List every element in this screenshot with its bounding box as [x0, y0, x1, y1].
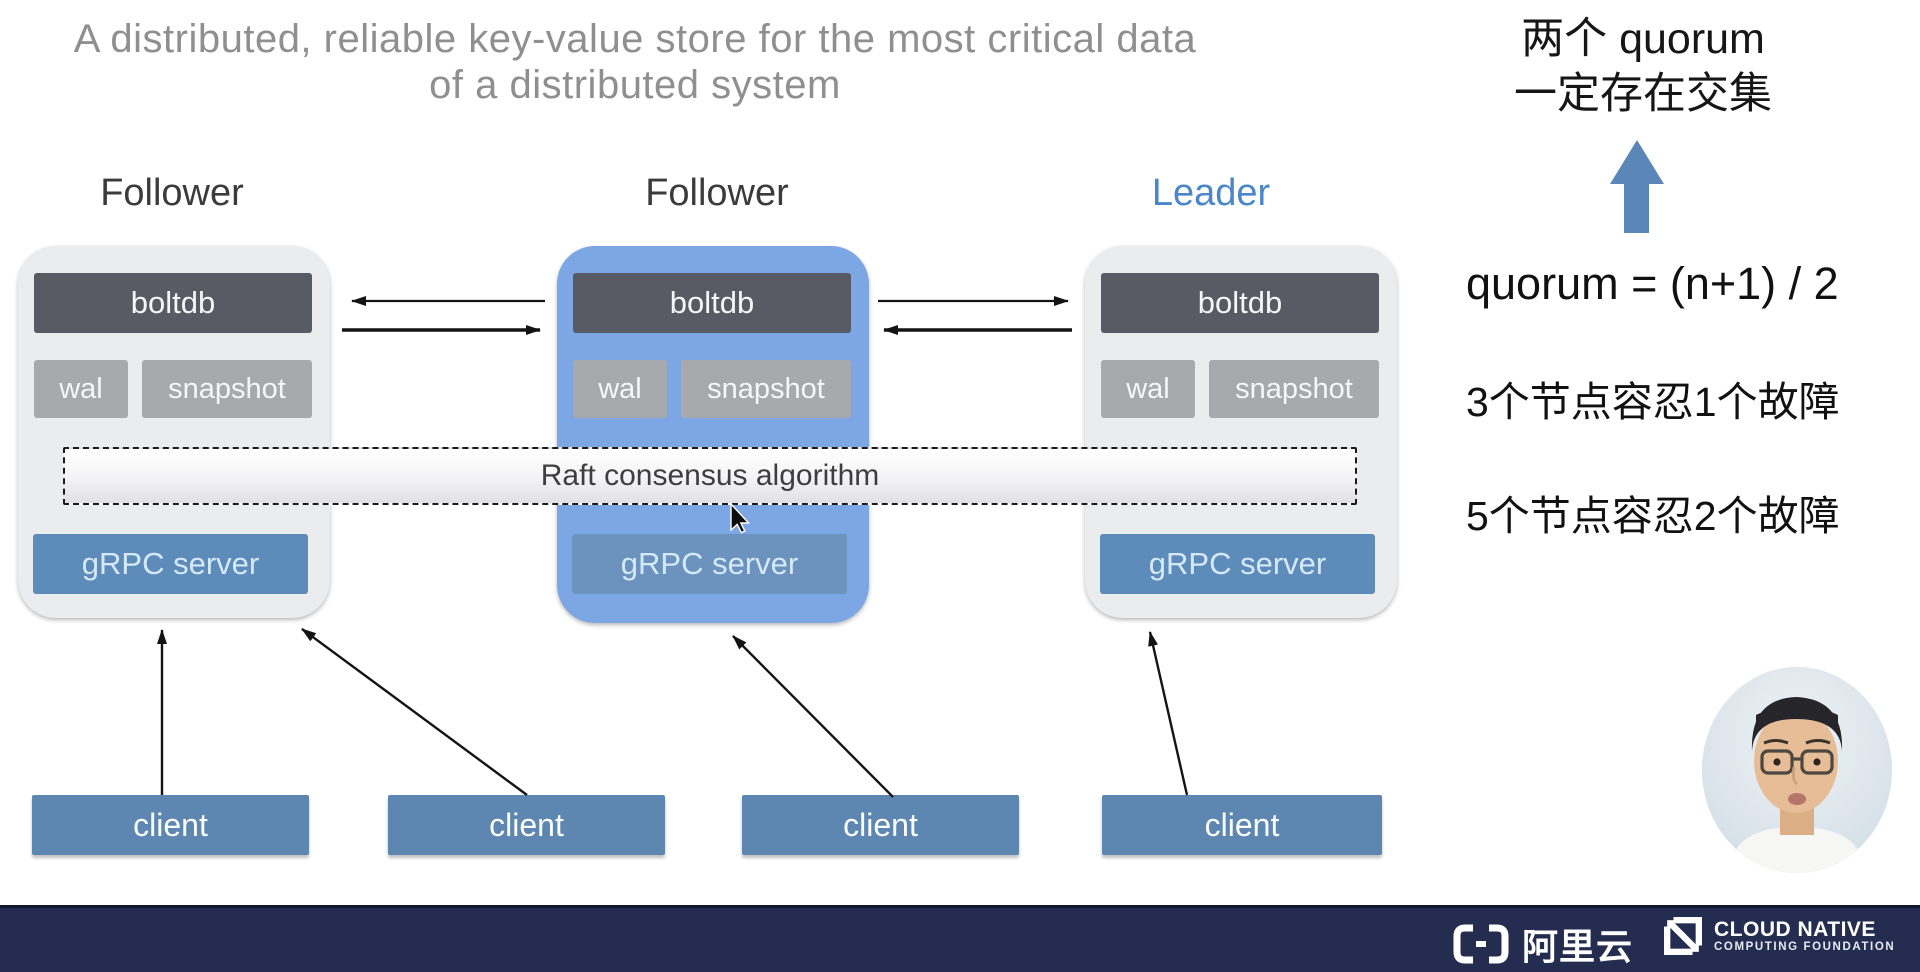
client3-request-arrow: [732, 635, 894, 798]
quorum-up-arrow: [1610, 140, 1664, 233]
raft-band-label: Raft consensus algorithm: [540, 459, 880, 492]
etcd-node-leader: boltdb wal snapshot gRPC server: [1085, 246, 1397, 618]
cncf-logo-text-line1: CLOUD NATIVE: [1714, 917, 1876, 941]
presenter-avatar: [1702, 667, 1892, 873]
client-box-2: client: [388, 795, 665, 855]
quorum-formula: quorum = (n+1) / 2: [1466, 258, 1839, 309]
boltdb-box: boltdb: [573, 273, 851, 333]
boltdb-box: boltdb: [1101, 273, 1379, 333]
client2-request-arrow: [301, 628, 528, 796]
snapshot-box: snapshot: [1209, 360, 1379, 418]
grpc-server-box: gRPC server: [1100, 534, 1375, 594]
node-label-follower-1: Follower: [100, 172, 244, 214]
footer-bar: 阿里云 CLOUD NATIVE COMPUTING FOUNDATION: [0, 905, 1920, 972]
wal-box: wal: [573, 360, 667, 418]
slide-title-line2: of a distributed system: [429, 63, 841, 107]
fault-tolerance-5-note: 5个节点容忍2个故障: [1466, 493, 1840, 539]
alibaba-cloud-logo-group: 阿里云: [1450, 918, 1633, 970]
alibaba-cloud-logo-text: 阿里云: [1522, 926, 1634, 967]
etcd-node-follower-2: boltdb wal snapshot gRPC server: [557, 246, 869, 623]
client4-request-arrow: [1148, 631, 1189, 796]
snapshot-box: snapshot: [142, 360, 312, 418]
client-box-1: client: [32, 795, 309, 855]
boltdb-box: boltdb: [34, 273, 312, 333]
presenter-webcam: [1702, 667, 1892, 873]
node-label-leader: Leader: [1151, 172, 1271, 214]
quorum-intersection-note: 两个 quorum 一定存在交集: [1478, 12, 1808, 122]
grpc-server-box: gRPC server: [33, 534, 308, 594]
grpc-server-box: gRPC server: [572, 534, 847, 594]
cncf-logo-icon: [1664, 917, 1702, 955]
quorum-intersection-line1: 两个 quorum: [1521, 15, 1765, 63]
cncf-logo-text-line2: COMPUTING FOUNDATION: [1714, 940, 1896, 953]
client-box-4: client: [1102, 795, 1382, 855]
slide-title: A distributed, reliable key-value store …: [40, 16, 1230, 108]
raft-consensus-band: Raft consensus algorithm: [63, 447, 1357, 505]
etcd-node-follower-1: boltdb wal snapshot gRPC server: [18, 246, 330, 618]
fault-tolerance-3-note: 3个节点容忍1个故障: [1466, 379, 1840, 425]
wal-box: wal: [34, 360, 128, 418]
slide-title-line1: A distributed, reliable key-value store …: [73, 17, 1197, 61]
snapshot-box: snapshot: [681, 360, 851, 418]
quorum-intersection-line2: 一定存在交集: [1514, 70, 1772, 118]
alibaba-cloud-logo-icon: [1453, 924, 1509, 964]
wal-box: wal: [1101, 360, 1195, 418]
client-box-3: client: [742, 795, 1019, 855]
cncf-logo-group: CLOUD NATIVE COMPUTING FOUNDATION: [1664, 917, 1895, 955]
node-label-follower-2: Follower: [645, 172, 789, 214]
